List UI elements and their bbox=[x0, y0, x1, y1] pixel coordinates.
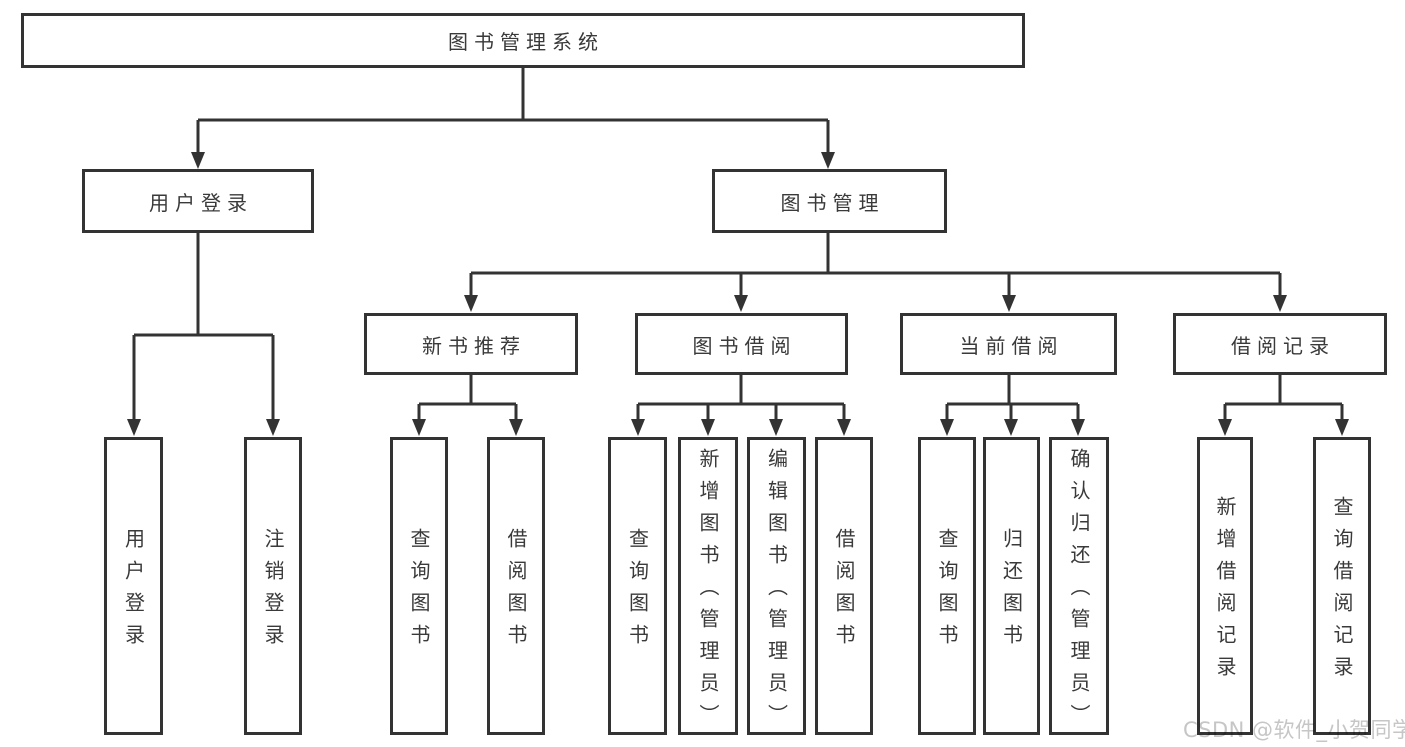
node-borrow-record: 借阅记录 bbox=[1173, 313, 1387, 375]
node-label: 图书管理 bbox=[780, 190, 885, 215]
node-label: 编辑图书（管理员） bbox=[764, 448, 789, 736]
node-label: 新增借阅记录 bbox=[1213, 496, 1237, 688]
node-label: 新书推荐 bbox=[422, 333, 526, 358]
arrowhead-icon bbox=[701, 419, 715, 436]
arrowhead-icon bbox=[940, 419, 954, 436]
arrowhead-icon bbox=[1002, 295, 1016, 312]
node-leaf-user-login: 用户登录 bbox=[104, 437, 163, 735]
node-label: 借阅图书 bbox=[504, 528, 528, 656]
node-label: 借阅图书 bbox=[832, 528, 856, 656]
arrowhead-icon bbox=[1004, 419, 1018, 436]
node-leaf-borrow-book-2: 借阅图书 bbox=[815, 437, 873, 735]
node-leaf-confirm-return-admin: 确认归还（管理员） bbox=[1049, 437, 1109, 736]
node-leaf-query-book-2: 查询图书 bbox=[608, 437, 667, 735]
node-leaf-borrow-book-1: 借阅图书 bbox=[487, 437, 545, 735]
arrowhead-icon bbox=[734, 295, 748, 312]
connector-root-to-level2 bbox=[196, 68, 830, 154]
connector-borrow-record-children bbox=[1223, 375, 1344, 421]
connector-new-book-children bbox=[417, 375, 518, 421]
arrowhead-icon bbox=[266, 419, 280, 436]
node-label: 新增图书（管理员） bbox=[696, 448, 720, 736]
node-leaf-add-borrow-record: 新增借阅记录 bbox=[1197, 437, 1253, 735]
arrowhead-icon bbox=[412, 419, 426, 436]
node-label: 查询图书 bbox=[935, 528, 959, 656]
arrowhead-icon bbox=[464, 295, 478, 312]
arrowhead-icon bbox=[821, 152, 835, 169]
node-label: 注销登录 bbox=[261, 528, 285, 656]
arrowhead-icon bbox=[127, 419, 141, 436]
csdn-watermark: CSDN @软件_小贺同学 bbox=[1183, 718, 1405, 742]
node-label: 查询图书 bbox=[625, 528, 650, 656]
node-root-library-system: 图书管理系统 bbox=[21, 13, 1025, 68]
node-leaf-query-book-1: 查询图书 bbox=[390, 437, 448, 735]
arrowhead-icon bbox=[837, 419, 851, 436]
node-label: 确认归还（管理员） bbox=[1067, 448, 1091, 736]
connector-current-borrow-children bbox=[945, 375, 1080, 421]
arrowhead-icon bbox=[769, 419, 783, 436]
arrowhead-icon bbox=[1335, 419, 1349, 436]
arrowhead-icon bbox=[1071, 419, 1085, 436]
node-user-login: 用户登录 bbox=[82, 169, 314, 233]
node-label: 图书管理系统 bbox=[448, 30, 604, 54]
node-label: 当前借阅 bbox=[959, 333, 1064, 358]
node-label: 归还图书 bbox=[999, 528, 1024, 656]
node-leaf-return-book: 归还图书 bbox=[983, 437, 1040, 735]
node-label: 借阅记录 bbox=[1231, 333, 1335, 358]
connector-user-login-children bbox=[132, 233, 275, 421]
node-label: 用户登录 bbox=[121, 528, 146, 656]
connector-book-borrow-children bbox=[636, 375, 846, 421]
node-new-book-recommend: 新书推荐 bbox=[364, 313, 578, 375]
arrowhead-icon bbox=[1273, 295, 1287, 312]
arrowhead-icon bbox=[631, 419, 645, 436]
node-leaf-add-book-admin: 新增图书（管理员） bbox=[678, 437, 738, 736]
node-book-borrow: 图书借阅 bbox=[635, 313, 848, 375]
node-label: 查询图书 bbox=[407, 528, 431, 656]
node-label: 图书借阅 bbox=[692, 333, 797, 358]
node-leaf-logout: 注销登录 bbox=[244, 437, 302, 735]
node-leaf-edit-book-admin: 编辑图书（管理员） bbox=[747, 437, 806, 736]
arrowhead-icon bbox=[509, 419, 523, 436]
node-current-borrow: 当前借阅 bbox=[900, 313, 1117, 375]
node-label: 查询借阅记录 bbox=[1330, 496, 1354, 688]
node-label: 用户登录 bbox=[149, 190, 253, 215]
node-book-management: 图书管理 bbox=[712, 169, 947, 233]
connector-book-management-children bbox=[469, 233, 1282, 297]
arrowhead-icon bbox=[1218, 419, 1232, 436]
node-leaf-query-book-3: 查询图书 bbox=[918, 437, 976, 735]
node-leaf-query-borrow-record: 查询借阅记录 bbox=[1313, 437, 1371, 735]
arrowhead-icon bbox=[191, 152, 205, 169]
